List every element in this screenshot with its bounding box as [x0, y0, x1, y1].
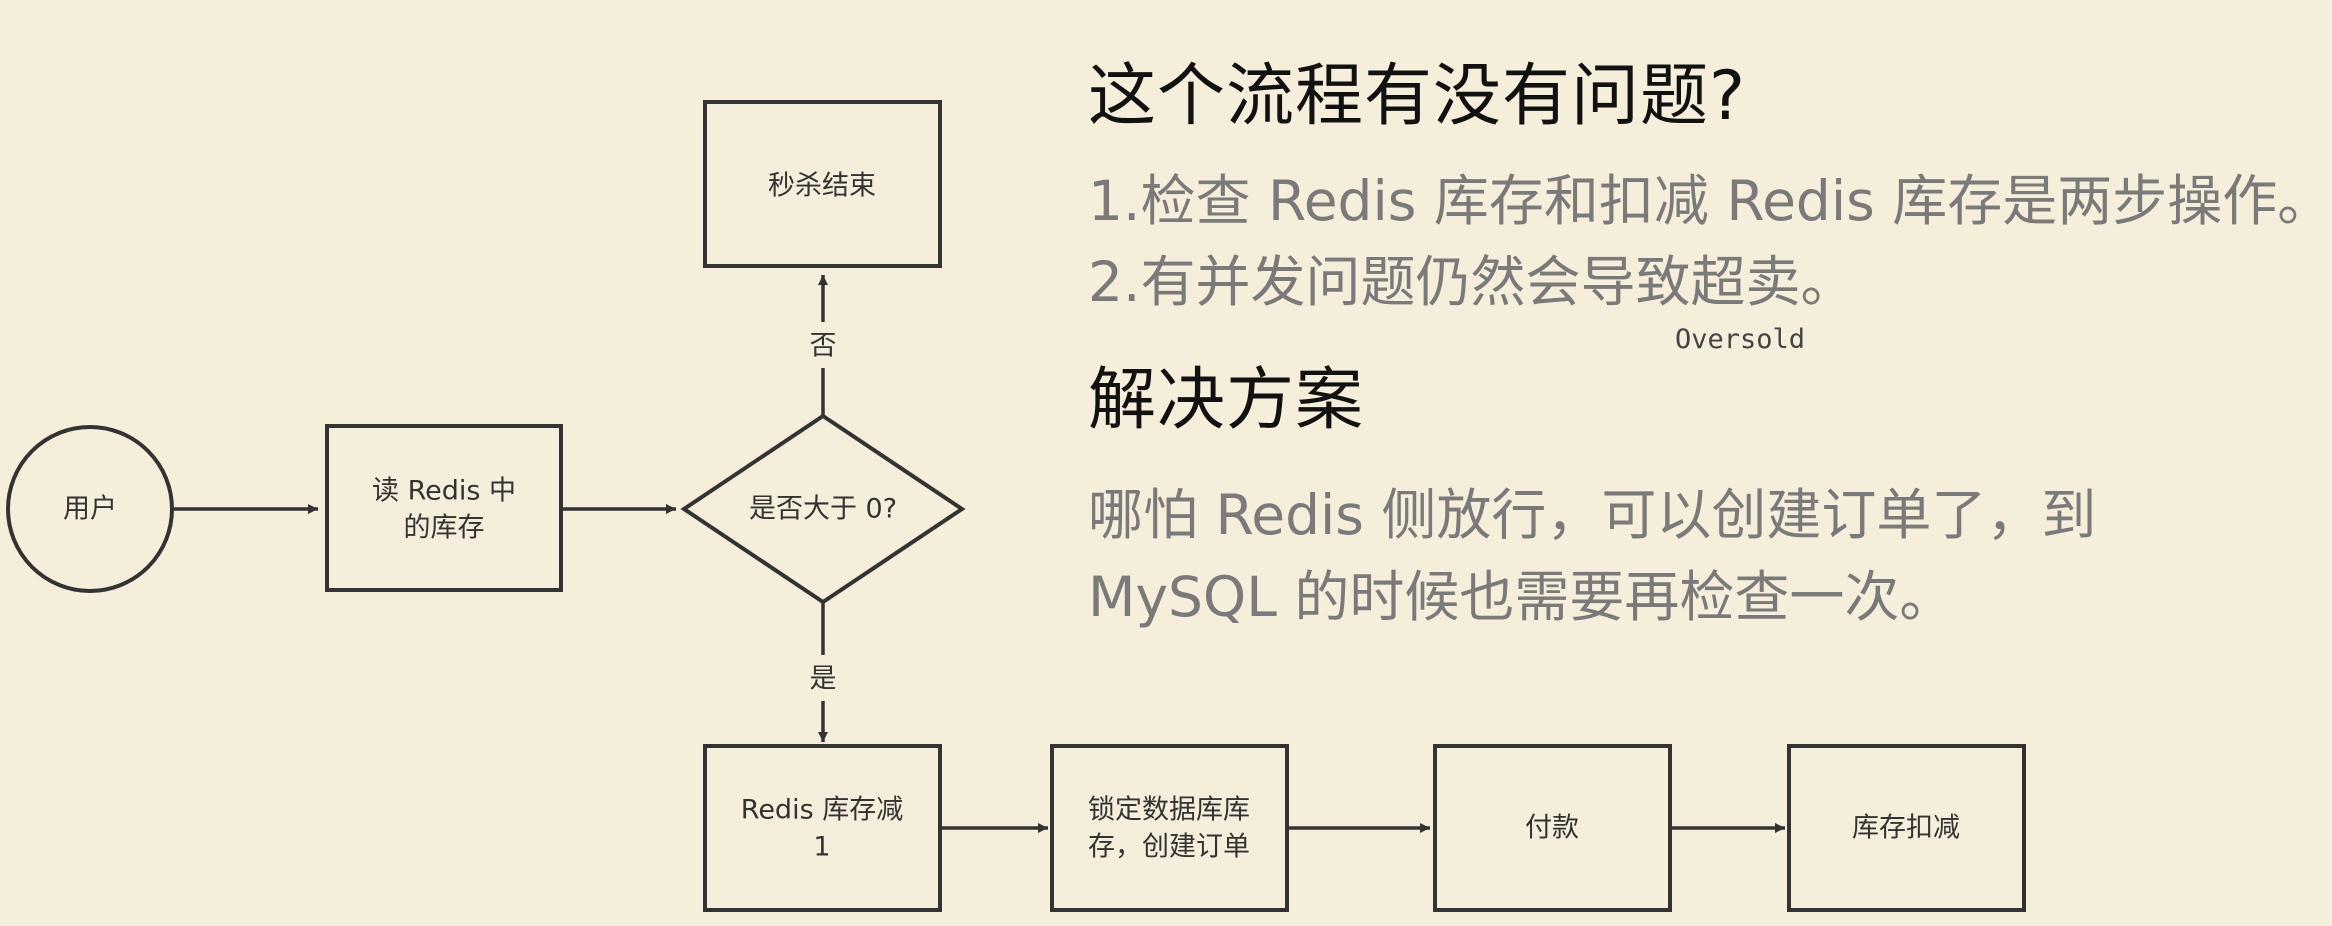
- node-redis-decrement: [703, 744, 942, 912]
- node-decision: [680, 413, 966, 605]
- question-title: 这个流程有没有问题?: [1088, 57, 1747, 136]
- problem-line-2: 2.有并发问题仍然会导致超卖。: [1088, 250, 1856, 314]
- node-decision-label: 是否大于 0?: [749, 494, 897, 525]
- node-payment: [1433, 744, 1672, 912]
- oversold-annotation: Oversold: [1675, 324, 1806, 355]
- node-user-label: 用户: [63, 494, 117, 525]
- node-seckill-end: [703, 100, 942, 268]
- node-seckill-end-label: 秒杀结束: [768, 171, 876, 202]
- no-label-bg: [800, 322, 846, 368]
- edge-label-no: 否: [810, 331, 837, 362]
- edge-label-yes: 是: [810, 664, 837, 695]
- problem-line-1: 1.检查 Redis 库存和扣减 Redis 库存是两步操作。: [1088, 169, 2332, 233]
- node-read-redis-line2: 的库存: [404, 513, 485, 544]
- yes-label-bg: [800, 655, 846, 701]
- node-user: [6, 425, 174, 593]
- node-stock-deduct: [1787, 744, 2026, 912]
- flowchart: 否 是 用户 读 Redis 中 的库存 是否大于 0? 秒杀结束 Redis …: [6, 100, 2026, 912]
- node-payment-label: 付款: [1525, 813, 1579, 844]
- node-redis-decrement-line2: 1: [813, 832, 830, 863]
- node-stock-deduct-label: 库存扣减: [1852, 813, 1960, 844]
- node-read-redis-line1: 读 Redis 中: [372, 476, 516, 507]
- solution-line-2: MySQL 的时候也需要再检查一次。: [1088, 565, 1955, 629]
- node-lock-db: [1050, 744, 1289, 912]
- solution-title: 解决方案: [1088, 361, 1365, 440]
- node-redis-decrement-line1: Redis 库存减: [741, 795, 903, 826]
- solution-line-1: 哪怕 Redis 侧放行，可以创建订单了，到: [1088, 483, 2097, 547]
- node-read-redis: [325, 424, 563, 592]
- node-lock-db-line1: 锁定数据库库: [1088, 795, 1250, 826]
- node-lock-db-line2: 存，创建订单: [1088, 832, 1250, 863]
